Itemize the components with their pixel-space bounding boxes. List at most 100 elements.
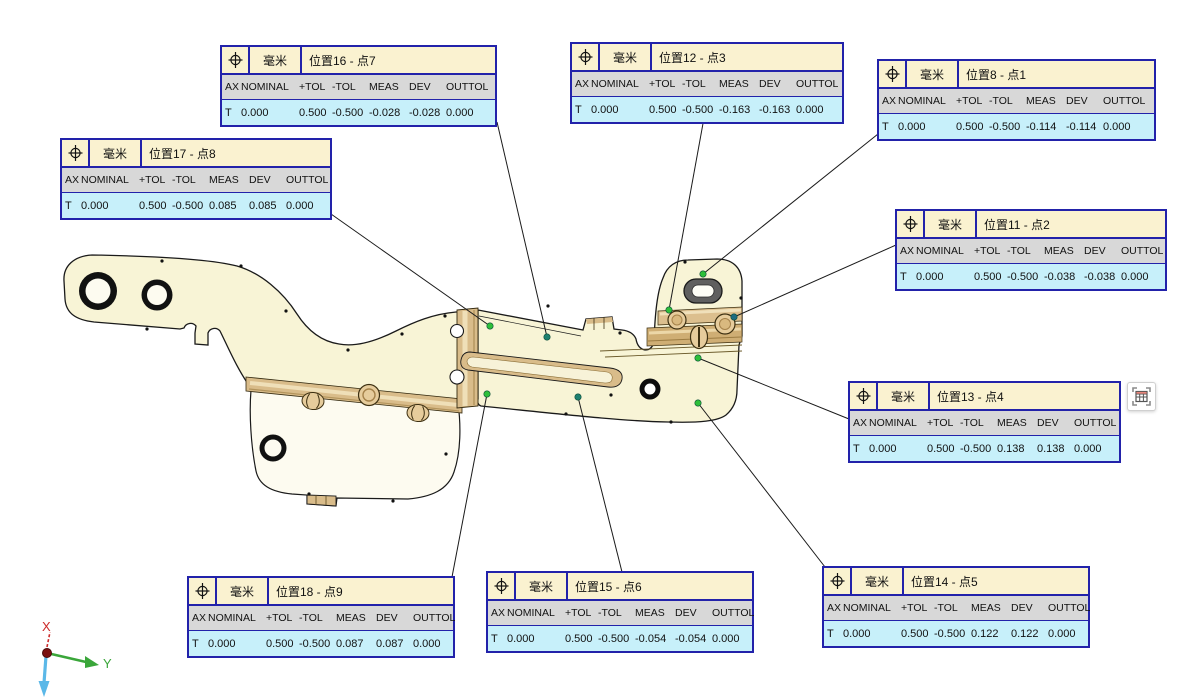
val-ax: T: [225, 106, 232, 119]
callout-column-headers: AX NOMINAL +TOL -TOL MEAS DEV OUTTOL: [879, 89, 1154, 114]
val-ax: T: [900, 270, 907, 283]
edge-vertex-dots: [145, 259, 743, 503]
measurement-point: [694, 354, 702, 362]
measurement-callout[interactable]: 毫米 位置13 - 点4 AX NOMINAL +TOL -TOL MEAS D…: [848, 381, 1121, 463]
val-ax: T: [192, 637, 199, 650]
callout-data-row: T 0.000 0.500 -0.500 0.138 0.138 0.000: [850, 436, 1119, 461]
measurement-point: [699, 270, 707, 278]
col-meas: MEAS: [209, 174, 239, 186]
val-ntol: -0.500: [598, 632, 630, 645]
measurement-callout[interactable]: 毫米 位置8 - 点1 AX NOMINAL +TOL -TOL MEAS DE…: [877, 59, 1156, 141]
part-lower-flange: [249, 389, 461, 507]
capture-table-button[interactable]: [1127, 382, 1156, 411]
col-nominal: NOMINAL: [81, 174, 129, 186]
col-meas: MEAS: [1026, 95, 1056, 107]
callout-column-headers: AX NOMINAL +TOL -TOL MEAS DEV OUTTOL: [189, 606, 456, 631]
lanced-grommet: [301, 391, 325, 411]
round-boss: [667, 310, 736, 335]
col-outtol: OUTTOL: [1121, 245, 1164, 257]
flange-bottom-tab: [306, 494, 337, 507]
col-meas: MEAS: [369, 81, 399, 93]
leader-line: [451, 393, 488, 578]
callout-data-row: T 0.000 0.500 -0.500 0.122 0.122 0.000: [824, 621, 1088, 646]
lanced-grommet: [406, 403, 430, 423]
col-nominal: NOMINAL: [869, 417, 917, 429]
col-ax: AX: [900, 245, 915, 257]
val-outtol: 0.000: [413, 637, 441, 650]
val-outtol: 0.000: [1074, 442, 1102, 455]
units-label: 毫米: [516, 573, 568, 599]
val-ptol: 0.500: [974, 270, 1002, 283]
callout-title: 位置12 - 点3: [659, 50, 726, 65]
measurement-callout[interactable]: 毫米 位置17 - 点8 AX NOMINAL +TOL -TOL MEAS D…: [60, 138, 332, 220]
part-right-body: [476, 258, 743, 423]
val-ptol: 0.500: [266, 637, 294, 650]
callout-header: 毫米 位置13 - 点4: [850, 383, 1119, 411]
val-ax: T: [65, 199, 72, 212]
col-ntol: -TOL: [682, 78, 706, 90]
callout-column-headers: AX NOMINAL +TOL -TOL MEAS DEV OUTTOL: [222, 75, 495, 100]
measurement-callout[interactable]: 毫米 位置12 - 点3 AX NOMINAL +TOL -TOL MEAS D…: [570, 42, 844, 124]
callout-title: 位置11 - 点2: [984, 217, 1050, 232]
callout-column-headers: AX NOMINAL +TOL -TOL MEAS DEV OUTTOL: [850, 411, 1119, 436]
val-dev: 0.085: [249, 199, 277, 212]
val-nominal: 0.000: [507, 632, 535, 645]
col-ptol: +TOL: [139, 174, 166, 186]
col-outtol: OUTTOL: [446, 81, 489, 93]
col-outtol: OUTTOL: [1074, 417, 1117, 429]
col-ax: AX: [882, 95, 897, 107]
col-meas: MEAS: [971, 602, 1001, 614]
col-outtol: OUTTOL: [413, 612, 456, 624]
val-dev: -0.038: [1084, 270, 1116, 283]
col-ax: AX: [225, 81, 240, 93]
col-ptol: +TOL: [266, 612, 293, 624]
callout-data-row: T 0.000 0.500 -0.500 0.085 0.085 0.000: [62, 193, 330, 218]
measurement-callout[interactable]: 毫米 位置11 - 点2 AX NOMINAL +TOL -TOL MEAS D…: [895, 209, 1167, 291]
measurement-point: [574, 393, 582, 401]
measurement-callout[interactable]: 毫米 位置15 - 点6 AX NOMINAL +TOL -TOL MEAS D…: [486, 571, 754, 653]
val-ax: T: [827, 627, 834, 640]
val-nominal: 0.000: [208, 637, 236, 650]
callout-data-row: T 0.000 0.500 -0.500 -0.114 -0.114 0.000: [879, 114, 1154, 139]
leader-line: [496, 121, 548, 338]
col-dev: DEV: [409, 81, 431, 93]
col-dev: DEV: [1066, 95, 1088, 107]
coordinate-axes: X Y: [38, 619, 112, 697]
units-label: 毫米: [90, 140, 142, 166]
measurement-callout[interactable]: 毫米 位置14 - 点5 AX NOMINAL +TOL -TOL MEAS D…: [822, 566, 1090, 648]
val-ptol: 0.500: [565, 632, 593, 645]
callout-title: 位置8 - 点1: [966, 67, 1027, 82]
hinge-notch: [449, 323, 465, 339]
col-ax: AX: [853, 417, 868, 429]
part-hole: [79, 272, 661, 462]
col-ptol: +TOL: [927, 417, 954, 429]
col-nominal: NOMINAL: [916, 245, 964, 257]
val-nominal: 0.000: [869, 442, 897, 455]
hinge-notch: [449, 369, 465, 385]
units-label: 毫米: [852, 568, 904, 594]
col-dev: DEV: [376, 612, 398, 624]
measurement-point: [543, 333, 551, 341]
x-axis-label: X: [42, 619, 51, 634]
val-ax: T: [575, 103, 582, 116]
measurement-point: [483, 390, 491, 398]
callout-header: 毫米 位置17 - 点8: [62, 140, 330, 168]
col-ptol: +TOL: [649, 78, 676, 90]
col-outtol: OUTTOL: [712, 607, 755, 619]
measurement-callout[interactable]: 毫米 位置16 - 点7 AX NOMINAL +TOL -TOL MEAS D…: [220, 45, 497, 127]
col-ptol: +TOL: [956, 95, 983, 107]
col-outtol: OUTTOL: [286, 174, 329, 186]
units-label: 毫米: [878, 383, 930, 409]
col-ptol: +TOL: [565, 607, 592, 619]
slotted-screw-feature: [689, 324, 709, 350]
callout-column-headers: AX NOMINAL +TOL -TOL MEAS DEV OUTTOL: [572, 72, 842, 97]
round-boss: [357, 383, 381, 407]
col-dev: DEV: [1037, 417, 1059, 429]
leader-line: [668, 117, 705, 311]
measurement-callout[interactable]: 毫米 位置18 - 点9 AX NOMINAL +TOL -TOL MEAS D…: [187, 576, 455, 658]
val-dev: -0.054: [675, 632, 707, 645]
col-nominal: NOMINAL: [241, 81, 289, 93]
val-meas: -0.114: [1026, 120, 1057, 133]
col-ntol: -TOL: [299, 612, 323, 624]
